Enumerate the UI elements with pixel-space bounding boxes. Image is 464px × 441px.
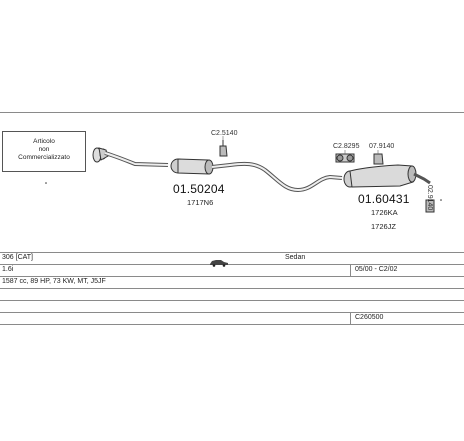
car-icon	[209, 254, 229, 272]
hanger-079140	[373, 153, 384, 165]
note-line-2: non	[38, 146, 50, 153]
table-line-4	[0, 288, 464, 289]
label-hanger-029140: 02.9140	[426, 185, 433, 211]
label-clamp-079140: 07.9140	[369, 143, 395, 150]
top-divider	[0, 112, 464, 113]
hanger-029140	[425, 199, 435, 213]
body-cell: Sedan	[285, 254, 306, 261]
label-clamp-c28295: C2.8295	[333, 143, 360, 150]
table-line-3	[0, 276, 464, 277]
clamp-c25140	[219, 140, 228, 157]
label-rear-box-ref2: 1726JZ	[371, 222, 397, 231]
engine-cell: 1.6i	[2, 266, 14, 273]
col-divider-years	[350, 264, 351, 276]
years-cell: 05/00 - C2/02	[355, 266, 398, 273]
spec-cell: 1587 cc, 89 HP, 73 KW, MT, J5JF	[2, 278, 106, 285]
label-rear-box-code: 01.60431	[358, 192, 410, 206]
label-front-pipe-ref: 1717N6	[187, 198, 214, 207]
col-divider-code	[350, 312, 351, 324]
note-line-3: Commercializzato	[18, 154, 70, 161]
table-line-1	[0, 252, 464, 253]
middle-muffler	[170, 158, 214, 175]
label-front-pipe-code: 01.50204	[173, 182, 225, 196]
not-sold-note: Articolo non Commercializzato	[2, 131, 86, 172]
rear-muffler	[343, 164, 431, 188]
table-line-6	[0, 312, 464, 313]
middle-pipe	[211, 161, 343, 193]
table-line-5	[0, 300, 464, 301]
model-cell: 306 [CAT]	[2, 254, 33, 261]
code-cell: C260500	[355, 314, 384, 321]
note-line-1: Articolo	[33, 138, 55, 145]
table-line-2	[0, 264, 464, 265]
label-rear-box-ref1: 1726KA	[371, 208, 398, 217]
clamp-c28295	[335, 153, 355, 163]
label-clamp-c25140: C2.5140	[211, 130, 238, 137]
table-line-7	[0, 324, 464, 325]
